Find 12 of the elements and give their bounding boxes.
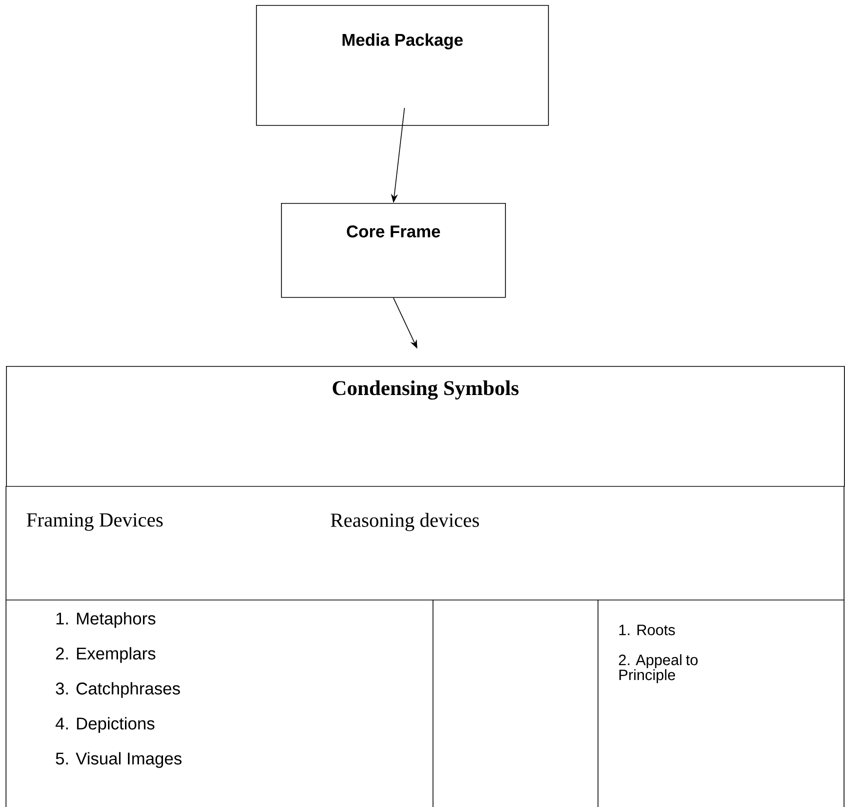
row-heading: Reasoning devices — [330, 512, 479, 532]
list-item: 3. Catchphrases — [56, 682, 180, 698]
list-item: 4. Depictions — [56, 717, 154, 733]
list-item: 5. Visual Images — [56, 752, 182, 768]
table-header-cell: Condensing Symbols — [6, 366, 845, 487]
list-item: 1. Metaphors — [56, 612, 156, 628]
process-box: Media Package — [256, 5, 549, 126]
list-item: 2. Exemplars — [56, 647, 156, 663]
list-item: 2. Appeal to Principle — [618, 654, 698, 684]
row-heading: Framing Devices — [26, 513, 163, 531]
process-box: Core Frame — [281, 203, 506, 298]
list-item: 1. Roots — [619, 624, 675, 636]
